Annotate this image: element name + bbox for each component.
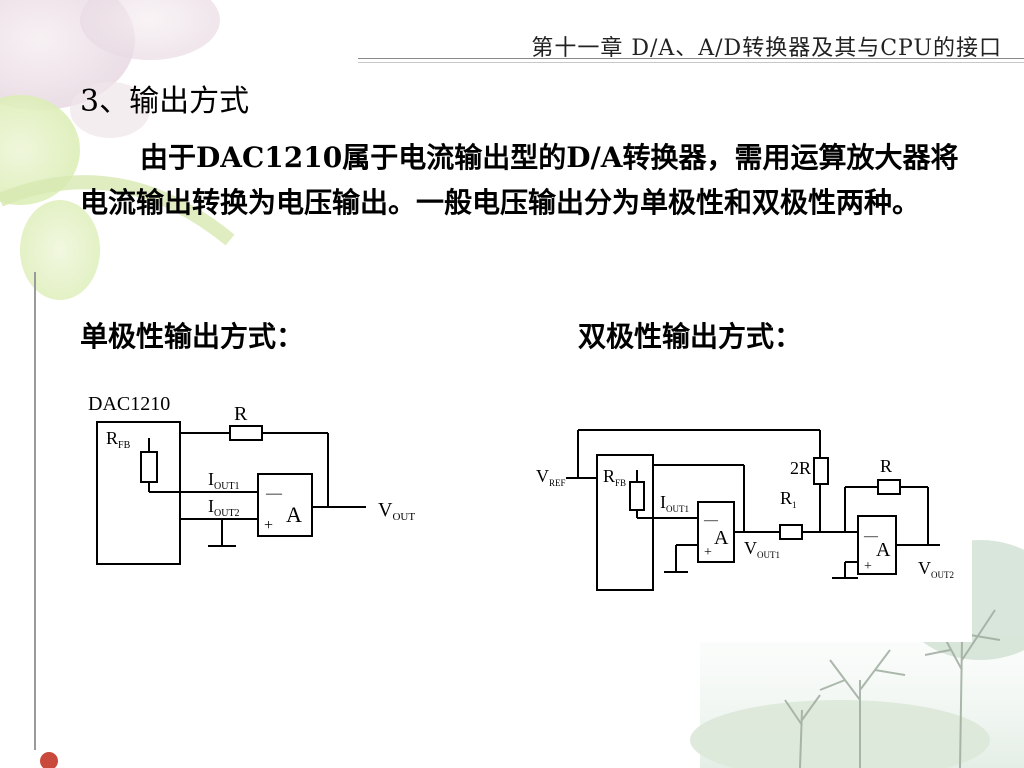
amp2-name-label: A xyxy=(876,539,891,561)
bipolar-rfb-label: RFB xyxy=(603,466,626,488)
bipolar-r-label: R xyxy=(880,456,892,476)
rfb-label: RFB xyxy=(106,428,131,451)
iout2-label: IOUT2 xyxy=(208,496,240,519)
header-rule-secondary xyxy=(358,62,1024,63)
amp-name-label: A xyxy=(286,502,302,527)
r1-label: R1 xyxy=(780,488,797,510)
flower-decoration-icon xyxy=(0,0,235,300)
amp-minus-label: — xyxy=(265,485,283,502)
amp1-plus-label: + xyxy=(704,545,712,560)
amp1-name-label: A xyxy=(714,527,729,549)
amp2-minus-label: — xyxy=(863,529,879,544)
amp2-plus-label: + xyxy=(864,559,872,574)
vout2-label: VOUT2 xyxy=(918,558,954,580)
header-rule xyxy=(358,58,1024,59)
bipolar-label: 双极性输出方式： xyxy=(578,320,803,353)
amp-plus-label: + xyxy=(264,517,273,534)
vout-label: VOUT xyxy=(378,499,415,523)
chapter-title: 第十一章 D/A、A/D转换器及其与CPU的接口 xyxy=(531,36,1002,61)
unipolar-label: 单极性输出方式： xyxy=(80,320,305,353)
amp1-minus-label: — xyxy=(703,513,719,528)
bipolar-iout1-label: IOUT1 xyxy=(660,492,689,514)
bullet-dot-icon xyxy=(40,752,58,768)
resistor-r-label: R xyxy=(234,403,248,425)
vout1-label: VOUT1 xyxy=(744,538,780,560)
resistor-2r-label: 2R xyxy=(790,458,811,478)
iout1-label: IOUT1 xyxy=(208,469,240,492)
chip-label: DAC1210 xyxy=(88,393,170,415)
left-accent-bar xyxy=(34,272,36,750)
section-paragraph: 由于DAC1210属于电流输出型的D/A转换器，需用运算放大器将电流输出转换为电… xyxy=(80,141,959,219)
vref-label: VREF xyxy=(536,466,566,488)
section-title: 3、输出方式 xyxy=(80,84,250,119)
